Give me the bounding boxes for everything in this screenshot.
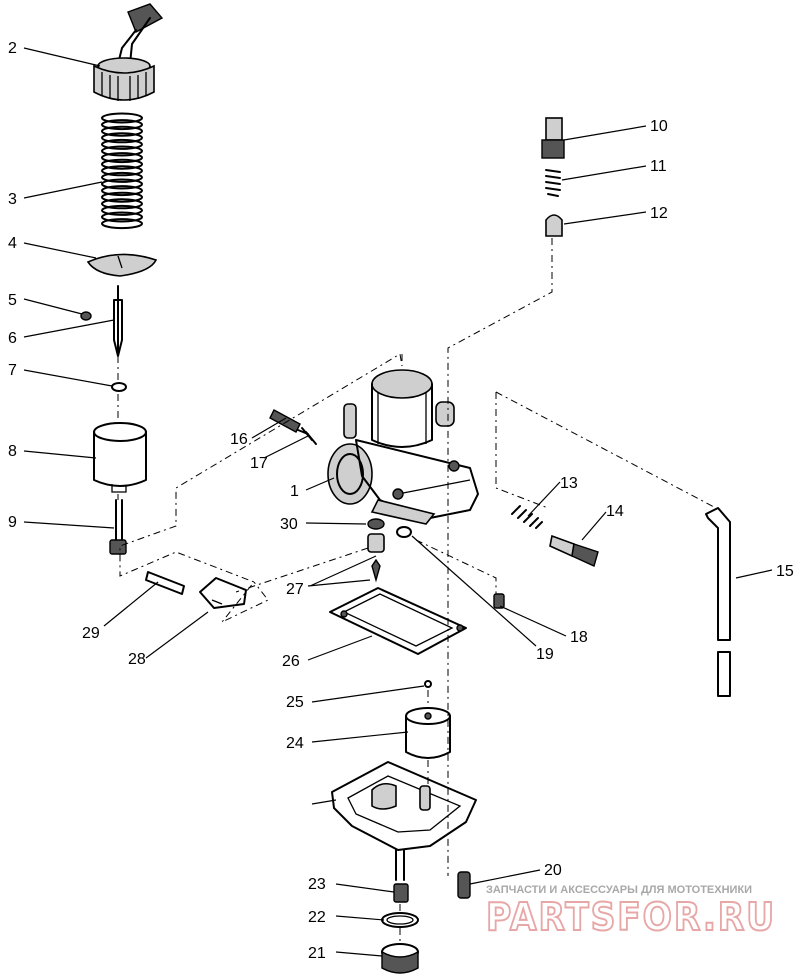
callout-10: 10: [650, 118, 668, 135]
callout-14: 14: [606, 503, 624, 520]
callout-28: 28: [128, 651, 146, 668]
spring-coil: [101, 191, 143, 203]
leader-lines: [23, 47, 773, 957]
float-bowl: [331, 761, 477, 881]
callout-20: 20: [544, 862, 562, 879]
spring-coil: [101, 218, 143, 230]
watermark-tagline: ЗАПЧАСТИ И АКСЕССУАРЫ ДЛЯ МОТОТЕХНИКИ: [486, 884, 752, 896]
callout-4: 4: [8, 235, 17, 252]
part-18-screw: [493, 593, 505, 609]
watermark-brand: PARTSFOR.RU: [486, 895, 776, 939]
part-8-slide: [93, 422, 147, 493]
part-17-spring: [297, 427, 317, 445]
spring-coil: [101, 158, 143, 170]
spring-coil: [101, 211, 143, 223]
spring-coil: [101, 185, 143, 197]
callout-27: 27: [286, 581, 304, 598]
part-4-plate: [86, 253, 158, 277]
callout-1: 1: [290, 483, 299, 500]
callout-21: 21: [308, 945, 326, 962]
callout-5: 5: [8, 292, 17, 309]
callout-labels: 2 3 4 5 6 7 8 9 10 11 12 13 14 15 16 17 …: [8, 40, 794, 962]
callout-6: 6: [8, 330, 17, 347]
part-19-washer: [396, 526, 412, 538]
callout-25: 25: [286, 694, 304, 711]
callout-16: 16: [230, 431, 248, 448]
part-21-drain-plug: [381, 943, 419, 974]
part-30-washer: [367, 518, 385, 530]
part-25-pilot-jet: [424, 680, 432, 688]
part-16-screw: [269, 409, 301, 433]
part-13-spring: [511, 505, 543, 529]
callout-24: 24: [286, 735, 304, 752]
callout-30: 30: [280, 516, 298, 533]
part-12-pin: [545, 214, 563, 237]
spring-coil: [101, 152, 143, 164]
callout-18: 18: [570, 629, 588, 646]
part-22-o-ring: [381, 912, 419, 928]
callout-3: 3: [8, 191, 17, 208]
spring-coil: [101, 178, 143, 190]
callout-8: 8: [8, 443, 17, 460]
part-5-clip: [80, 311, 92, 321]
callout-2: 2: [8, 40, 17, 57]
part-10-fitting: [541, 117, 565, 159]
part-6-needle: [113, 285, 123, 357]
spring-coil: [101, 125, 143, 137]
spring-coil: [101, 119, 143, 131]
part-1-carburetor-body: [327, 369, 479, 525]
part-11-spring: [545, 169, 561, 197]
callout-9: 9: [8, 514, 17, 531]
spring-coil: [101, 112, 143, 124]
part-29-float-pin: [145, 571, 185, 595]
part-26-gasket: [329, 587, 467, 655]
part-9-jet-holder: [109, 499, 127, 555]
spring-coil: [101, 198, 143, 210]
callout-13: 13: [560, 475, 578, 492]
callout-12: 12: [650, 205, 668, 222]
part-24-float: [405, 707, 451, 759]
callout-29: 29: [82, 625, 100, 642]
spring-coil: [101, 171, 143, 183]
part-23-main-jet: [393, 883, 409, 903]
part-7-washer: [111, 382, 127, 392]
part-20-screw: [457, 871, 471, 899]
part-14-screw: [549, 534, 599, 567]
callout-19: 19: [536, 646, 554, 663]
callout-7: 7: [8, 362, 17, 379]
part-15-tube: [705, 507, 731, 697]
part-28-float-arm: [199, 577, 247, 609]
assembly-lines: [117, 238, 717, 942]
callout-17: 17: [250, 455, 268, 472]
spring-coil: [101, 138, 143, 150]
spring-coil: [101, 145, 143, 157]
part-3-spring: [101, 112, 143, 230]
spring-coil: [101, 204, 143, 216]
part-27-needle-valve: [367, 533, 385, 583]
callout-22: 22: [308, 909, 326, 926]
spring-coil: [101, 165, 143, 177]
callout-15: 15: [776, 563, 794, 580]
part-2-top-cap: [93, 3, 164, 101]
spring-coil: [101, 132, 143, 144]
callout-11: 11: [650, 158, 667, 175]
callout-23: 23: [308, 876, 326, 893]
watermark: ЗАПЧАСТИ И АКСЕССУАРЫ ДЛЯ МОТОТЕХНИКИ PA…: [485, 884, 776, 940]
callout-26: 26: [282, 653, 300, 670]
